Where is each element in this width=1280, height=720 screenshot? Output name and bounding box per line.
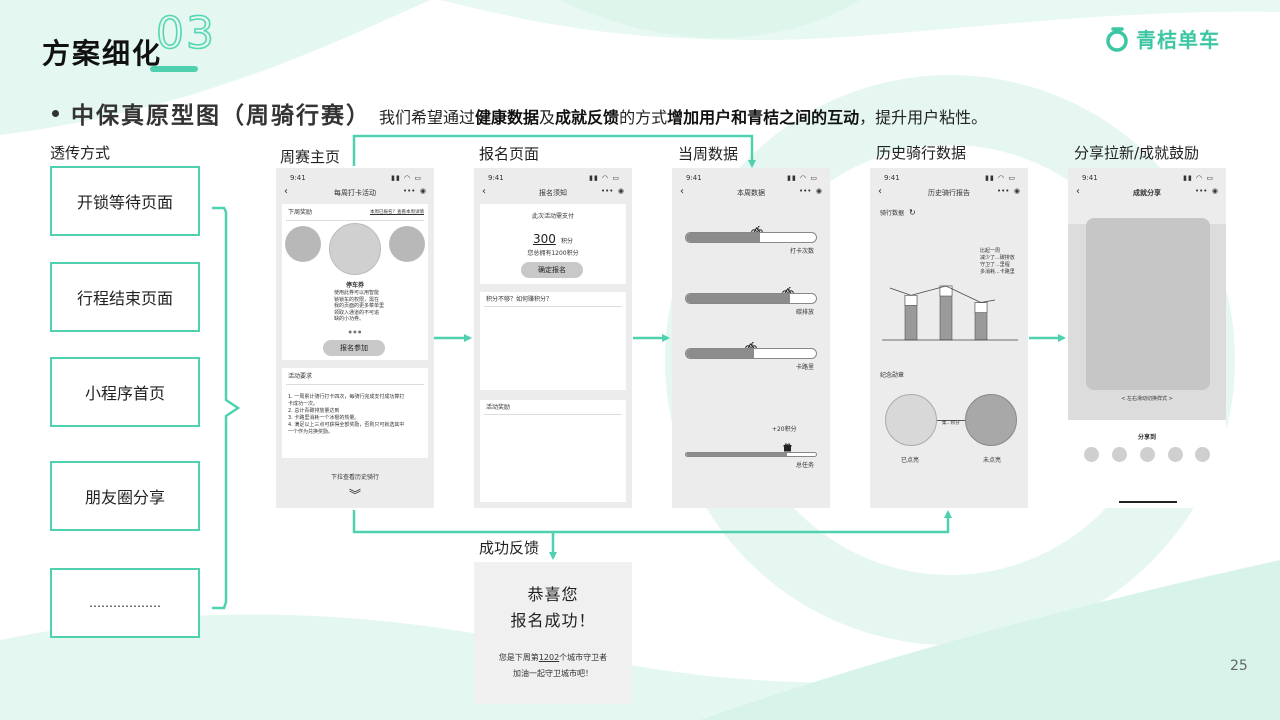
- phone-week-data: 9:41▮▮ ◠ ▭ ‹ 本周数据 ••• ◉ 打卡次数碳排放卡路里 +20积分总…: [672, 168, 830, 508]
- column-label-week-data: 当周数据: [678, 145, 739, 163]
- share-poster[interactable]: [1086, 218, 1210, 390]
- share-target-2[interactable]: [1112, 447, 1127, 462]
- share-target-4[interactable]: [1168, 447, 1183, 462]
- page-number: 25: [1230, 658, 1248, 674]
- progress-label: 总任务: [795, 462, 814, 469]
- capsule-menu-icon[interactable]: ••• ◉: [403, 187, 426, 195]
- column-label-share: 分享拉新/成就鼓励: [1074, 144, 1200, 162]
- trend-line: [889, 285, 996, 303]
- capsule-menu-icon[interactable]: ••• ◉: [601, 187, 624, 195]
- back-icon[interactable]: ‹: [482, 186, 486, 197]
- confirm-signup-button[interactable]: 确定报名: [521, 262, 583, 278]
- phone-share: 9:41▮▮ ◠ ▭ ‹ 成就分享 ••• ◉ < 左右滑动切换样式 > 分享到: [1068, 168, 1226, 508]
- progress-fill: [686, 233, 761, 242]
- status-bar: 9:41▮▮ ◠ ▭: [1082, 174, 1214, 182]
- reward-card: 下周奖励 本周已报名？查看本周详情 停车券 使用此券可以用智能锁锁车的权限，需在…: [282, 204, 428, 360]
- pay-card: 此次活动需支付 300 积分 您总拥有1200积分 确定报名: [480, 204, 626, 284]
- history-bar-cap: [974, 302, 988, 313]
- phone-signup: 9:41▮▮ ◠ ▭ ‹ 报名须知 ••• ◉ 此次活动需支付 300 积分 您…: [474, 168, 632, 508]
- page-title: 方案细化: [42, 37, 163, 70]
- join-button[interactable]: 报名参加: [323, 340, 385, 356]
- activity-reward-card: 活动奖励: [480, 400, 626, 502]
- nav-bar: ‹ 历史骑行报告 ••• ◉: [878, 186, 1020, 197]
- history-bar-chart: [882, 285, 1018, 341]
- progress-fill: [686, 453, 788, 456]
- title-underline: [150, 66, 198, 72]
- progress-bar: [685, 452, 817, 457]
- requirement-card: 活动要求 1. 一周累计骑行打卡四次，每骑行完成支付成功算打卡成功一次。2. 总…: [282, 368, 428, 458]
- share-target-1[interactable]: [1084, 447, 1099, 462]
- back-icon[interactable]: ‹: [680, 186, 684, 197]
- subtitle-text: 我们希望通过健康数据及成就反馈的方式增加用户和青桔之间的互动，提升用户粘性。: [379, 108, 988, 127]
- points-value: 300: [532, 232, 556, 246]
- success-feedback-card: 恭喜您 报名成功！ 您是下周第1202个城市守卫者 加油一起守卫城市吧！: [474, 562, 632, 704]
- comparison-note: 比起一周减少了...碳排放守卫了...里程多消耗...卡路里: [980, 248, 1015, 275]
- section-number: 03: [155, 7, 216, 60]
- brand-name: 青桔单车: [1136, 28, 1220, 52]
- brand-logo: 青桔单车: [1104, 24, 1220, 53]
- medal-lit[interactable]: [885, 394, 937, 446]
- capsule-menu-icon[interactable]: ••• ◉: [997, 187, 1020, 195]
- nav-bar: ‹ 每周打卡活动 ••• ◉: [284, 186, 426, 197]
- subtitle-head: 中保真原型图（周骑行赛）: [71, 103, 371, 129]
- medal-unlit[interactable]: [965, 394, 1017, 446]
- status-bar: 9:41▮▮ ◠ ▭: [686, 174, 818, 182]
- capsule-menu-icon[interactable]: ••• ◉: [799, 187, 822, 195]
- nav-bar: ‹ 报名须知 ••• ◉: [482, 186, 624, 197]
- bullet: [52, 110, 59, 117]
- gift-icon: [783, 437, 792, 456]
- status-bar: 9:41▮▮ ◠ ▭: [290, 174, 422, 182]
- back-icon[interactable]: ‹: [878, 186, 882, 197]
- history-bar-cap: [904, 295, 918, 306]
- home-indicator: [1119, 501, 1177, 503]
- pull-history-hint[interactable]: 下拉查看历史骑行: [330, 474, 379, 481]
- reward-main[interactable]: [329, 223, 381, 275]
- reward-next[interactable]: [389, 226, 425, 262]
- column-label-history: 历史骑行数据: [876, 144, 967, 162]
- rule-link[interactable]: 本周已报名？查看本周详情: [370, 210, 424, 215]
- earn-points-card: 积分不够？如何赚积分？: [480, 292, 626, 390]
- back-icon[interactable]: ‹: [284, 186, 288, 197]
- subtitle: 中保真原型图（周骑行赛） 我们希望通过健康数据及成就反馈的方式增加用户和青桔之间…: [52, 96, 987, 130]
- carousel-dots: ● ● ●: [348, 329, 362, 334]
- share-icon[interactable]: ↻: [909, 208, 916, 217]
- phone-history: 9:41▮▮ ◠ ▭ ‹ 历史骑行报告 ••• ◉ 骑行数据 ↻ 比起一周减少了…: [870, 168, 1028, 508]
- status-bar: 9:41▮▮ ◠ ▭: [488, 174, 620, 182]
- column-label-home: 周赛主页: [280, 148, 341, 166]
- entry-box-more: ………………: [50, 568, 200, 638]
- progress-label: 卡路里: [795, 364, 814, 371]
- progress-bar: [685, 348, 817, 359]
- reward-prev[interactable]: [285, 226, 321, 262]
- share-target-5[interactable]: [1195, 447, 1210, 462]
- progress-bar: [685, 232, 817, 243]
- progress-label: 碳排放: [795, 309, 814, 316]
- entry-box-unlock: 开锁等待页面: [50, 166, 200, 236]
- progress-bar: [685, 293, 817, 304]
- status-icons: ▮▮ ◠ ▭: [391, 174, 422, 182]
- progress-fill: [686, 349, 754, 358]
- entry-box-mini-program: 小程序首页: [50, 357, 200, 427]
- back-icon[interactable]: ‹: [1076, 186, 1080, 197]
- entry-box-trip-end: 行程结束页面: [50, 262, 200, 332]
- chevron-down-icon[interactable]: ︾: [348, 488, 361, 502]
- bonus-points: +20积分: [771, 426, 797, 433]
- column-label-signup: 报名页面: [479, 145, 540, 163]
- progress-label: 打卡次数: [789, 248, 814, 255]
- share-target-3[interactable]: [1140, 447, 1155, 462]
- nav-bar: ‹ 成就分享 ••• ◉: [1076, 186, 1218, 197]
- status-bar: 9:41▮▮ ◠ ▭: [884, 174, 1016, 182]
- capsule-menu-icon[interactable]: ••• ◉: [1195, 187, 1218, 195]
- earn-points-link[interactable]: 积分不够？如何赚积分？: [486, 296, 553, 303]
- success-label: 成功反馈: [479, 539, 540, 557]
- nav-bar: ‹ 本周数据 ••• ◉: [680, 186, 822, 197]
- orange-logo-icon: [1106, 26, 1128, 52]
- entry-box-moments: 朋友圈分享: [50, 461, 200, 531]
- phone-weekly-home: 9:41▮▮ ◠ ▭ ‹ 每周打卡活动 ••• ◉ 下周奖励 本周已报名？查看本…: [276, 168, 434, 508]
- left-column-label: 透传方式: [50, 144, 111, 162]
- progress-fill: [686, 294, 790, 303]
